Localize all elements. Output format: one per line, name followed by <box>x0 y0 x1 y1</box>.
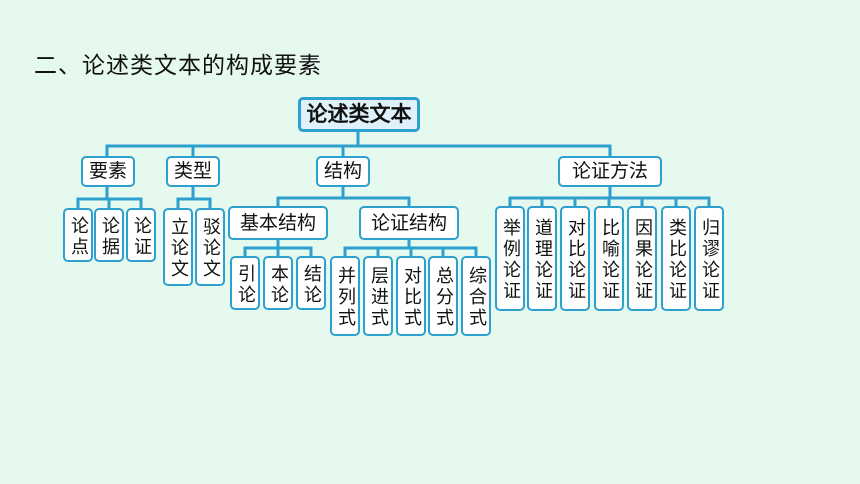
leaf-method-example: 举例论证 <box>495 206 525 311</box>
leaf-parallel: 并列式 <box>330 256 360 336</box>
root-node: 论述类文本 <box>298 97 420 132</box>
node-argument-structure: 论证结构 <box>359 206 459 240</box>
leaf-comprehensive: 综合式 <box>461 256 491 336</box>
leaf-constructive-essay: 立论文 <box>163 208 193 286</box>
leaf-progressive: 层进式 <box>363 256 393 336</box>
node-basic-structure: 基本结构 <box>228 206 328 240</box>
leaf-conclusion: 结论 <box>296 256 326 310</box>
leaf-evidence: 论据 <box>94 208 124 262</box>
leaf-argumentation: 论证 <box>126 208 156 262</box>
leaf-general-specific: 总分式 <box>428 256 458 336</box>
leaf-body: 本论 <box>263 256 293 310</box>
page-heading: 二、论述类文本的构成要素 <box>34 53 322 79</box>
leaf-method-causal: 因果论证 <box>627 206 657 311</box>
node-methods: 论证方法 <box>558 156 662 187</box>
leaf-thesis: 论点 <box>63 208 93 262</box>
leaf-method-metaphor: 比喻论证 <box>594 206 624 311</box>
leaf-method-contrast: 对比论证 <box>560 206 590 311</box>
node-types: 类型 <box>166 156 220 187</box>
leaf-method-analogy: 类比论证 <box>661 206 691 311</box>
leaf-refutation-essay: 驳论文 <box>195 208 225 286</box>
leaf-method-reasoning: 道理论证 <box>527 206 557 311</box>
leaf-introduction: 引论 <box>230 256 260 310</box>
node-elements: 要素 <box>81 156 135 187</box>
leaf-method-reductio: 归谬论证 <box>694 206 724 311</box>
leaf-contrastive: 对比式 <box>396 256 426 336</box>
node-structure: 结构 <box>316 156 370 187</box>
